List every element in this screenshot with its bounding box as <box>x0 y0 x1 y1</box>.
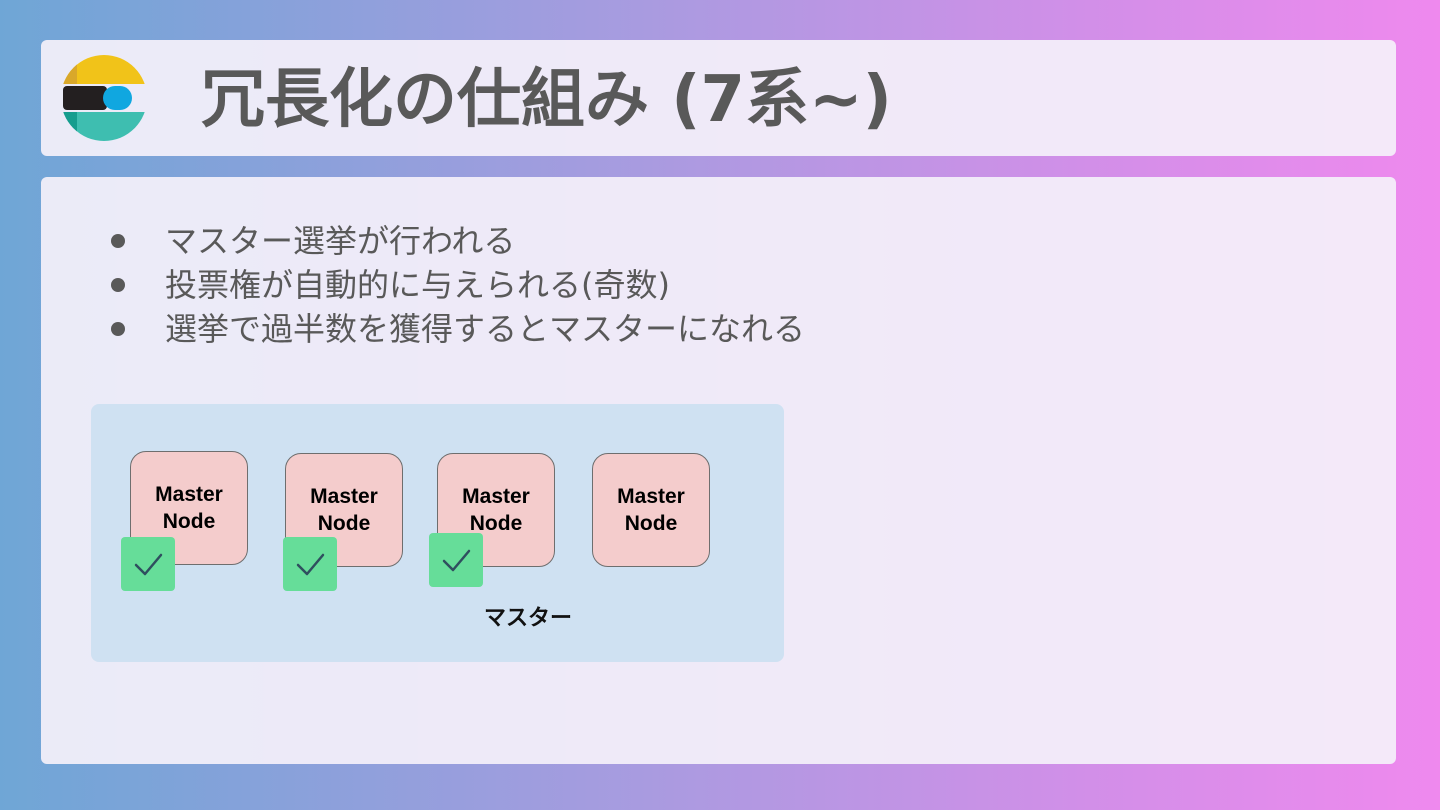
page-title: 冗長化の仕組み (7系~) <box>201 63 892 137</box>
bullet-list: マスター選挙が行われる 投票権が自動的に与えられる(奇数) 選挙で過半数を獲得す… <box>111 219 805 351</box>
master-node-4: Master Node <box>592 453 710 567</box>
bullet-item: マスター選挙が行われる <box>111 219 805 263</box>
node-label-line2: Node <box>624 512 678 535</box>
master-node-3: Master Node <box>437 453 555 567</box>
node-label-line2: Node <box>317 512 371 535</box>
bullet-item: 選挙で過半数を獲得するとマスターになれる <box>111 307 805 351</box>
node-label-line2: Node <box>162 510 216 533</box>
bullet-text: 投票権が自動的に与えられる(奇数) <box>165 266 670 304</box>
node-label-line1: Master <box>155 483 223 506</box>
bullet-dot-icon <box>111 278 125 292</box>
vote-checkmark-icon <box>429 533 483 587</box>
node-label-line2: Node <box>469 512 523 535</box>
elasticsearch-logo-icon <box>63 55 145 141</box>
bullet-dot-icon <box>111 322 125 336</box>
vote-checkmark-icon <box>121 537 175 591</box>
bullet-text: 選挙で過半数を獲得するとマスターになれる <box>165 310 806 348</box>
master-label: マスター <box>484 606 573 631</box>
content-card: マスター選挙が行われる 投票権が自動的に与えられる(奇数) 選挙で過半数を獲得す… <box>41 177 1396 764</box>
node-label-line1: Master <box>462 485 530 508</box>
bullet-item: 投票権が自動的に与えられる(奇数) <box>111 263 805 307</box>
node-label-line1: Master <box>617 485 685 508</box>
master-node-1: Master Node <box>130 451 248 565</box>
vote-checkmark-icon <box>283 537 337 591</box>
bullet-text: マスター選挙が行われる <box>165 222 516 260</box>
node-label-line1: Master <box>310 485 378 508</box>
cluster-diagram: Master Node Master Node Master Node Mast… <box>91 404 784 662</box>
bullet-dot-icon <box>111 234 125 248</box>
header-card: 冗長化の仕組み (7系~) <box>41 40 1396 156</box>
